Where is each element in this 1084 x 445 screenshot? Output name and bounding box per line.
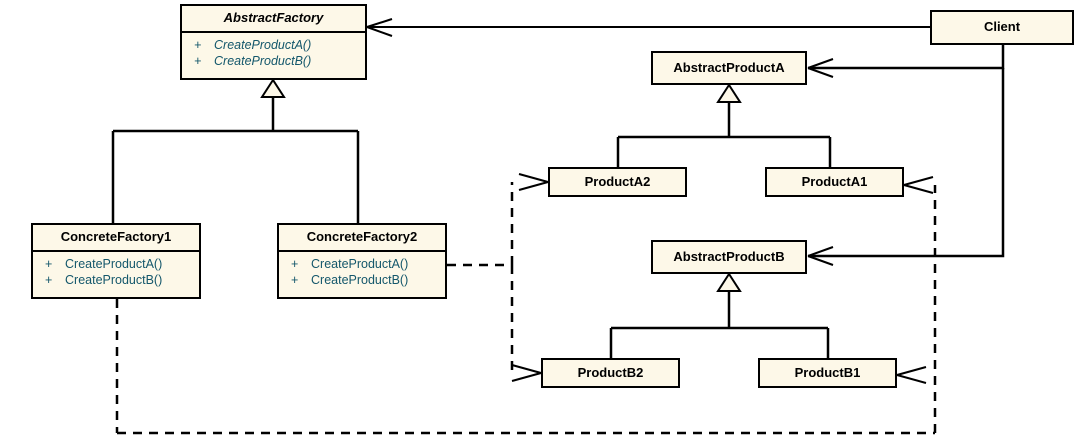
class-product-b1[interactable]: ProductB1 — [758, 358, 897, 388]
class-name-wrap: ProductA2 — [550, 169, 685, 195]
member-visibility: + — [291, 256, 299, 271]
class-name: ConcreteFactory2 — [279, 225, 445, 252]
association-client-abstractfactory — [366, 18, 930, 37]
member-signature: CreateProductA() — [65, 256, 163, 271]
class-client[interactable]: Client — [930, 10, 1074, 45]
class-name-wrap: ProductB2 — [543, 360, 678, 386]
class-name-wrap: AbstractProductA — [653, 53, 805, 83]
dependency-concretefactory2-products — [447, 173, 549, 382]
member-row: + CreateProductA() — [285, 256, 439, 273]
generalization-product-a — [616, 83, 832, 167]
class-name: ProductB1 — [794, 364, 861, 380]
class-members: + CreateProductA() + CreateProductB() — [182, 33, 365, 75]
member-row: + CreateProductB() — [188, 53, 359, 70]
class-product-a1[interactable]: ProductA1 — [765, 167, 904, 197]
member-signature: CreateProductB() — [65, 273, 163, 288]
member-row: + CreateProductB() — [285, 272, 439, 289]
class-name: ProductA1 — [801, 173, 868, 189]
class-abstract-product-a[interactable]: AbstractProductA — [651, 51, 807, 85]
generalization-triangle — [260, 78, 286, 98]
class-name: AbstractProductB — [673, 248, 785, 264]
association-client-abstractproducta — [807, 45, 1005, 78]
member-visibility: + — [45, 273, 53, 288]
member-signature: CreateProductB() — [311, 273, 409, 288]
member-signature: CreateProductB() — [214, 54, 312, 69]
class-name-wrap: ProductA1 — [767, 169, 902, 195]
member-visibility: + — [194, 37, 202, 52]
class-product-a2[interactable]: ProductA2 — [548, 167, 687, 197]
class-abstract-factory[interactable]: AbstractFactory + CreateProductA() + Cre… — [180, 4, 367, 80]
class-name: ProductB2 — [577, 364, 644, 380]
class-members: + CreateProductA() + CreateProductB() — [279, 252, 445, 294]
member-visibility: + — [291, 273, 299, 288]
class-name: Client — [983, 19, 1021, 35]
member-visibility: + — [45, 256, 53, 271]
member-row: + CreateProductB() — [39, 272, 193, 289]
class-concrete-factory-1[interactable]: ConcreteFactory1 + CreateProductA() + Cr… — [31, 223, 201, 299]
class-name: ConcreteFactory1 — [33, 225, 199, 252]
class-name: AbstractFactory — [182, 6, 365, 33]
class-members: + CreateProductA() + CreateProductB() — [33, 252, 199, 294]
generalization-triangle — [716, 272, 742, 292]
member-signature: CreateProductA() — [214, 37, 312, 52]
member-signature: CreateProductA() — [311, 256, 409, 271]
class-product-b2[interactable]: ProductB2 — [541, 358, 680, 388]
class-name: AbstractProductA — [673, 59, 785, 75]
generalization-concrete-factories — [111, 78, 360, 223]
generalization-triangle — [716, 83, 742, 103]
class-name-wrap: ProductB1 — [760, 360, 895, 386]
class-concrete-factory-2[interactable]: ConcreteFactory2 + CreateProductA() + Cr… — [277, 223, 447, 299]
generalization-product-b — [609, 272, 830, 358]
dependency-concretefactory1-products — [115, 176, 937, 435]
class-abstract-product-b[interactable]: AbstractProductB — [651, 240, 807, 274]
member-visibility: + — [194, 54, 202, 69]
class-name: ProductA2 — [584, 173, 651, 189]
association-client-abstractproductb — [807, 68, 1005, 266]
class-name-wrap: Client — [932, 12, 1072, 43]
member-row: + CreateProductA() — [188, 37, 359, 54]
class-name-wrap: AbstractProductB — [653, 242, 805, 272]
member-row: + CreateProductA() — [39, 256, 193, 273]
